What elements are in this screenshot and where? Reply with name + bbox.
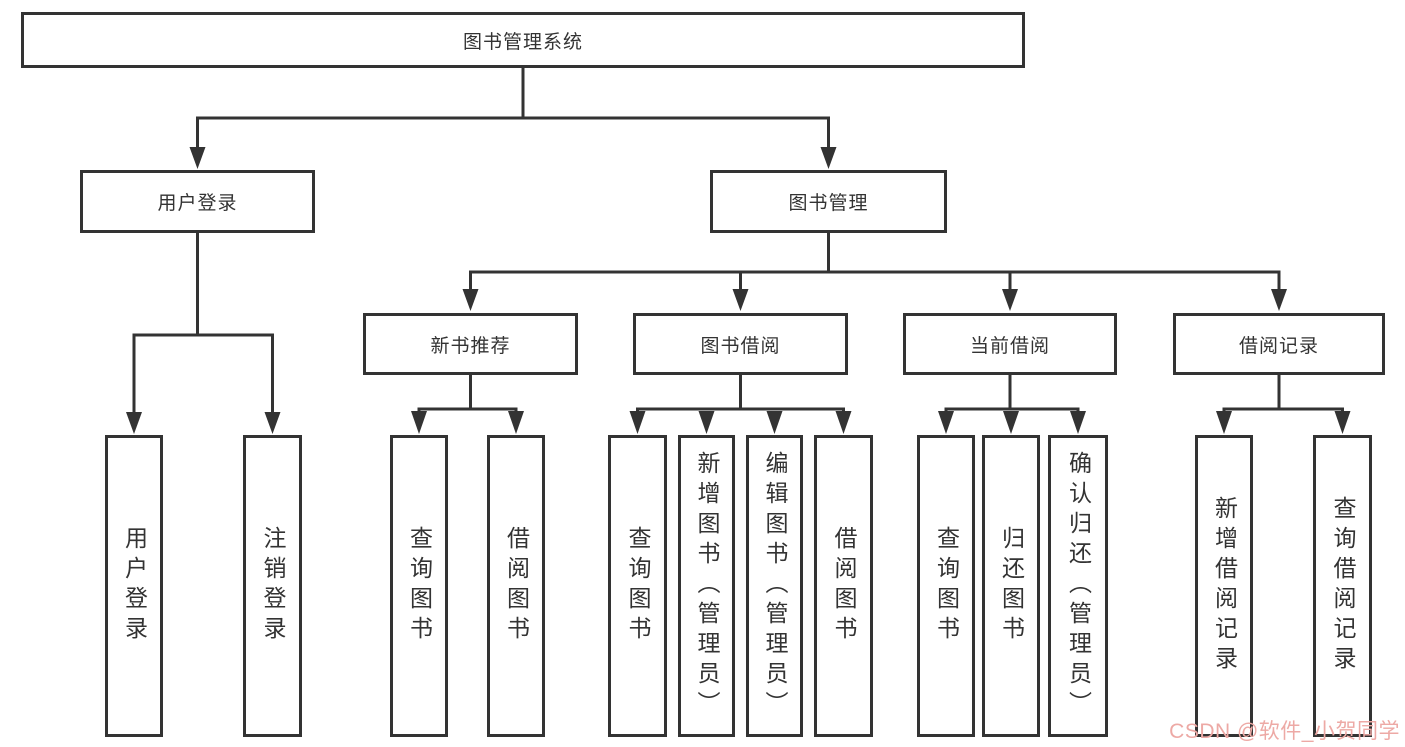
leaf-cb-confirm-return-admin: 确认归还（管理员）: [1048, 435, 1108, 737]
arrow-to-cb-query: [938, 411, 954, 434]
leaf-bb-query-books: 查询图书: [608, 435, 667, 737]
arrow-to-user-login-group: [189, 147, 206, 169]
arrow-to-br-add: [1216, 411, 1232, 434]
leaf-nbr-borrow-books: 借阅图书: [487, 435, 545, 737]
arrow-to-nbr-borrow: [508, 411, 524, 434]
leaf-br-query-record: 查询借阅记录: [1313, 435, 1372, 737]
arrow-to-borrow-records: [1271, 289, 1287, 311]
arrow-to-nbr-query: [411, 411, 427, 434]
arrow-to-cb-confirm: [1070, 411, 1086, 434]
leaf-user-login: 用户登录: [105, 435, 163, 737]
leaf-br-add-record: 新增借阅记录: [1195, 435, 1253, 737]
arrow-to-current-borrow: [1002, 289, 1018, 311]
connector-userlogin-rail: [132, 333, 274, 414]
node-book-management: 图书管理: [710, 170, 947, 233]
connector-br-rail: [1222, 407, 1344, 413]
arrow-to-book-management: [820, 147, 837, 169]
node-root: 图书管理系统: [21, 12, 1025, 68]
node-book-borrow: 图书借阅: [633, 313, 848, 375]
arrow-to-bb-edit: [766, 411, 783, 434]
connector-bb-rail: [636, 407, 845, 413]
node-new-book-recommend: 新书推荐: [363, 313, 578, 375]
leaf-cb-return-books: 归还图书: [982, 435, 1040, 737]
connector-nbr-rail: [417, 407, 518, 413]
leaf-nbr-query-books: 查询图书: [390, 435, 448, 737]
leaf-logout: 注销登录: [243, 435, 302, 737]
arrow-to-leaf-user-login: [126, 412, 142, 434]
csdn-watermark: CSDN @软件_小贺同学: [1169, 720, 1400, 743]
node-borrow-records: 借阅记录: [1173, 313, 1385, 375]
leaf-cb-query-books: 查询图书: [917, 435, 975, 737]
arrow-to-cb-return: [1003, 411, 1019, 434]
connector-bookmgmt-rail: [469, 270, 1281, 291]
arrow-to-bb-borrow: [835, 411, 852, 434]
leaf-bb-edit-books-admin: 编辑图书（管理员）: [746, 435, 803, 737]
leaf-bb-borrow-books: 借阅图书: [814, 435, 873, 737]
arrow-to-leaf-logout: [264, 412, 281, 434]
arrow-to-book-borrow: [732, 289, 749, 311]
arrow-to-bb-query: [629, 411, 646, 434]
connector-root-rail: [196, 116, 830, 150]
arrow-to-br-query: [1334, 411, 1351, 434]
arrow-to-bb-add: [698, 411, 715, 434]
node-user-login-group: 用户登录: [80, 170, 315, 233]
node-current-borrow: 当前借阅: [903, 313, 1117, 375]
arrow-to-new-book-recommend: [462, 289, 479, 311]
leaf-bb-add-books-admin: 新增图书（管理员）: [678, 435, 735, 737]
